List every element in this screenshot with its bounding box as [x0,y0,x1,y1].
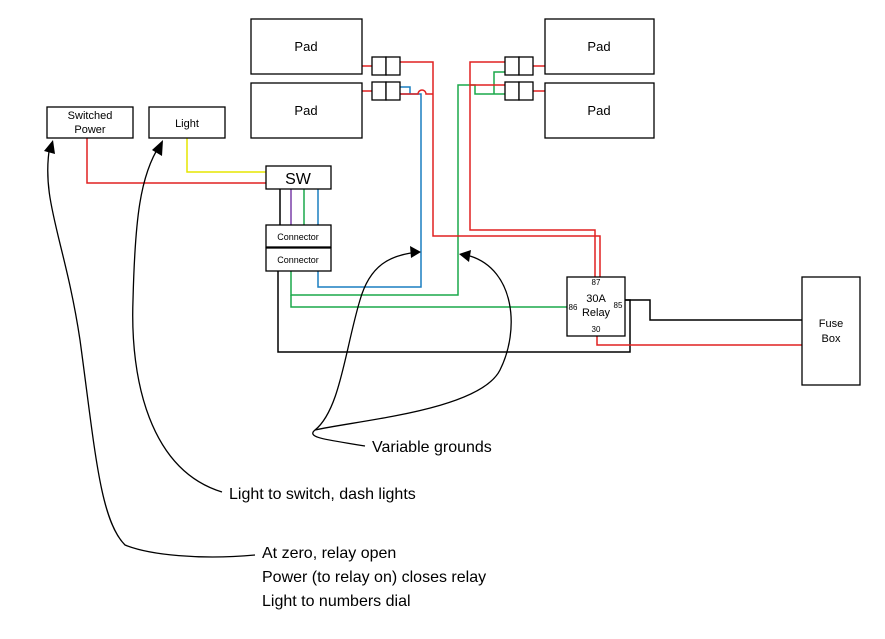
annotation-note-1: At zero, relay open [262,545,396,562]
pad-left-bottom: Pad [250,82,363,139]
relay-pin-30: 30 [592,325,601,334]
arrow-head-icon [44,140,55,154]
wire-light-to-switch [186,138,266,173]
relay-pin-86: 86 [569,303,578,312]
annotation-variable-grounds: Variable grounds [372,439,492,456]
wire-black-85 [625,299,802,321]
wire-red-fuse [596,336,802,346]
wire-red-left-pad-bottom [400,89,433,95]
wire-switched-power-to-switch [86,138,266,184]
connector-label: Connector [277,232,319,242]
wire-green-to-relay-86 [290,295,567,308]
connector-bottom: Connector [265,247,332,272]
pad-label: Pad [587,103,610,118]
fuse-box: Fuse Box [801,276,861,386]
fuse-box-label-1: Fuse [819,318,843,330]
pad-right-bottom: Pad [544,82,655,139]
arrow-head-icon [410,246,421,258]
pad-label: Pad [587,39,610,54]
wire-green-right-pad-top [493,71,505,94]
fuse-box-label-2: Box [822,333,841,345]
relay-pin-85: 85 [614,301,623,310]
pad-right-top: Pad [544,18,655,75]
wire-red-right-pads [469,61,596,277]
pad-plug-right-top [504,56,534,76]
switch-label: SW [285,171,312,188]
relay-box: 87 86 85 30 30A Relay [566,276,626,337]
arrow-head-icon [459,250,471,262]
relay-label-2: Relay [582,307,611,319]
annotation-note-2: Power (to relay on) closes relay [262,569,486,586]
light-box: Light [148,106,226,139]
switched-power-label-1: Switched [68,110,113,122]
pad-label: Pad [294,39,317,54]
pad-plug-left-top [371,56,401,76]
connector-label: Connector [277,255,319,265]
relay-label-1: 30A [586,293,606,305]
wire-blue-left-pad-top-tap [400,86,411,94]
switch-box: SW [265,165,332,190]
connector-top: Connector [265,224,332,248]
pad-plug-right-bottom [504,81,534,101]
pad-label: Pad [294,103,317,118]
arrow-variable-grounds-left [312,251,419,447]
relay-pin-87: 87 [592,278,601,287]
annotation-note-3: Light to numbers dial [262,593,411,610]
annotation-arrows [44,140,512,558]
light-label: Light [175,118,199,130]
switched-power-box: Switched Power [46,106,134,139]
arrow-variable-grounds-right [314,255,512,431]
switched-power-label-2: Power [74,124,106,136]
pad-plug-left-bottom [371,81,401,101]
pad-left-top: Pad [250,18,363,75]
arrow-switched-power-notes [47,144,256,558]
annotation-light-to-switch: Light to switch, dash lights [229,486,416,503]
arrow-light-to-switch [132,144,223,493]
wires [86,61,802,353]
wire-red-left-pads [400,61,601,277]
arrow-head-icon [152,140,163,156]
